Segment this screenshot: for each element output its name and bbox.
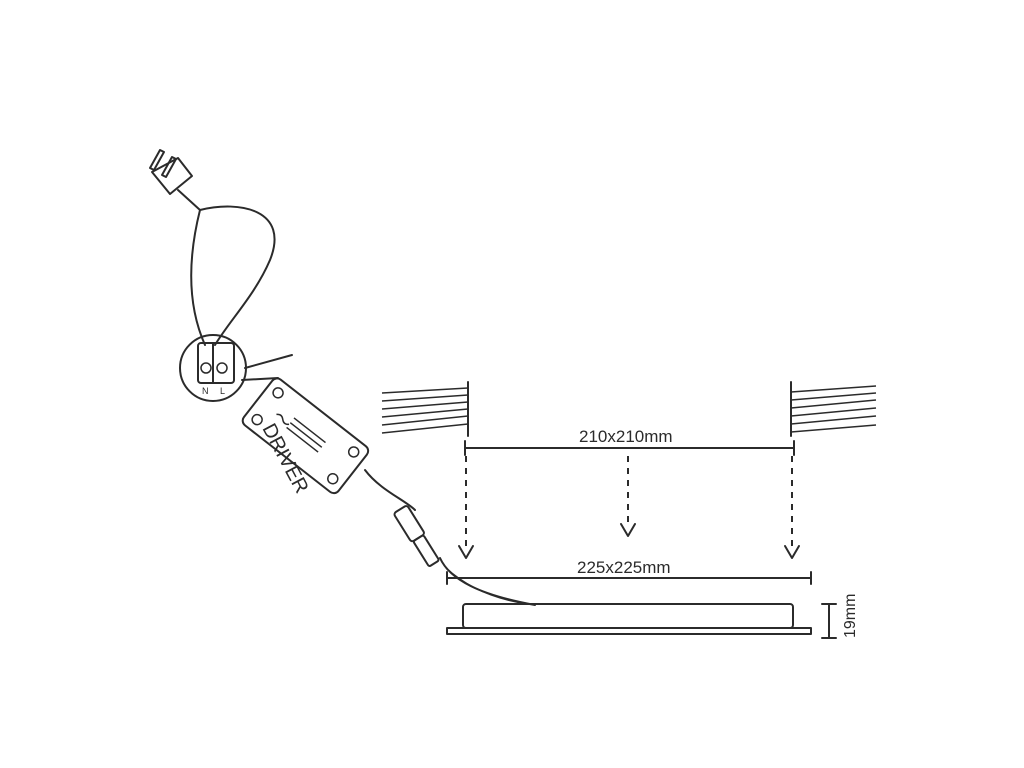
insert-arrows bbox=[458, 456, 800, 559]
cutout-dimension bbox=[464, 440, 795, 456]
dc-connector bbox=[393, 505, 440, 567]
power-cable bbox=[190, 205, 276, 346]
panel-dimension bbox=[446, 571, 812, 585]
driver-output-cable bbox=[364, 469, 416, 511]
power-plug-icon bbox=[149, 149, 201, 211]
panel-label: 225x225mm bbox=[577, 558, 671, 577]
ceiling-left bbox=[381, 381, 469, 437]
terminal-n-label: N bbox=[202, 386, 209, 396]
led-panel bbox=[446, 603, 812, 635]
terminal-block bbox=[179, 334, 293, 402]
height-dimension bbox=[821, 603, 837, 639]
driver-label: DRIVER bbox=[258, 420, 313, 497]
height-label: 19mm bbox=[842, 594, 859, 638]
ceiling-right bbox=[790, 381, 877, 437]
cutout-label: 210x210mm bbox=[579, 427, 673, 446]
terminal-l-label: L bbox=[220, 386, 225, 396]
led-driver bbox=[241, 377, 370, 495]
panel-cable bbox=[439, 557, 536, 606]
